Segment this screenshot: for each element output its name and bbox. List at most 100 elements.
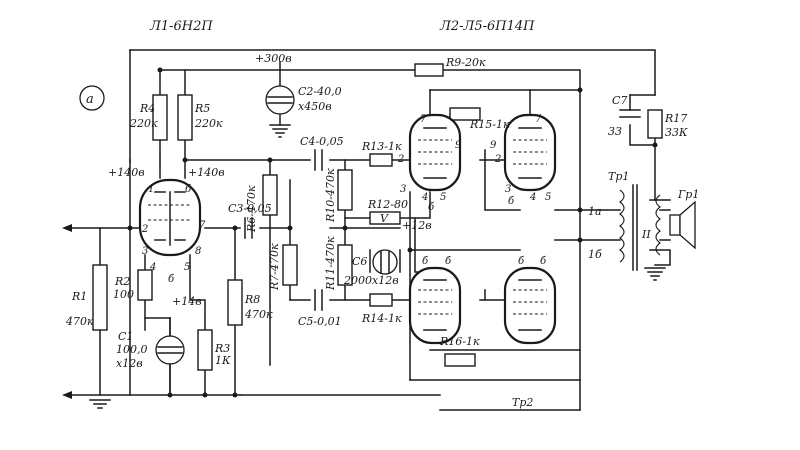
svg-text:4: 4	[149, 262, 156, 273]
resistor-r1	[92, 264, 108, 331]
resistor-r13	[369, 153, 393, 167]
tube-l2	[408, 113, 462, 192]
tube-l1	[138, 178, 202, 257]
label-v300: +300в	[255, 52, 292, 65]
label-c6: C6	[352, 255, 367, 268]
label-r17-value: 33К	[665, 126, 688, 139]
label-c1-value: 100,0	[116, 343, 148, 356]
label-c1-voltage: х12в	[116, 357, 143, 370]
resistor-r3	[197, 329, 213, 371]
svg-text:7: 7	[420, 114, 427, 125]
output-arrow-icon	[62, 391, 72, 399]
panel-mark: а	[86, 92, 94, 107]
label-c3: C3-0,05	[228, 202, 272, 215]
label-r1: R1	[71, 290, 87, 303]
svg-text:2: 2	[141, 224, 148, 235]
label-c1: C1	[118, 330, 133, 343]
labels: Л1-6Н2П Л2-Л5-6П14П а +300в +140в +140в …	[65, 19, 699, 409]
label-r6: R6-470к	[245, 185, 258, 233]
label-tp1: Tp1	[608, 170, 629, 183]
label-r7: R7-470к	[268, 243, 281, 291]
title-l1: Л1-6Н2П	[149, 19, 213, 34]
label-r5: R5	[194, 102, 210, 115]
resistor-r2	[137, 269, 153, 301]
label-tp2: Tp2	[512, 396, 533, 409]
tube-l3	[503, 113, 557, 192]
resistor-r11	[337, 244, 353, 286]
label-r13: R13-1к	[361, 140, 402, 153]
resistor-r8	[227, 279, 243, 326]
label-r8-value: 470к	[244, 308, 273, 321]
label-v14: +14в	[172, 295, 202, 308]
resistor-r14	[369, 293, 393, 307]
ground-output	[644, 267, 666, 281]
capacitor-c5	[314, 289, 323, 311]
label-r3-value: 1К	[215, 354, 231, 367]
label-c4: C4-0,05	[300, 135, 344, 148]
capacitor-c4	[314, 149, 323, 171]
svg-text:3: 3	[142, 246, 148, 257]
resistor-r6	[262, 174, 278, 216]
label-gr1: Гр1	[677, 188, 699, 201]
label-r2: R2	[114, 275, 130, 288]
svg-text:1: 1	[148, 184, 154, 195]
svg-text:б: б	[168, 274, 175, 285]
resistor-r4	[152, 94, 168, 141]
svg-text:б: б	[540, 256, 547, 267]
label-r16: R16-1к	[439, 335, 480, 348]
svg-text:3: 3	[505, 184, 511, 195]
svg-text:5: 5	[545, 192, 551, 203]
label-c2: C2-40,0	[298, 85, 342, 98]
label-winding-1a: 1а	[588, 205, 602, 218]
label-r4-value: 220к	[129, 117, 158, 130]
svg-text:б: б	[185, 184, 192, 195]
svg-text:9: 9	[455, 140, 462, 151]
label-v-meter: V	[380, 212, 389, 225]
label-v12: +12в	[402, 219, 432, 232]
svg-text:9: 9	[490, 140, 497, 151]
label-c6-value: 2000х12в	[343, 274, 399, 287]
resistor-r16	[444, 353, 476, 367]
ground-main	[89, 399, 111, 409]
capacitor-c1	[155, 317, 185, 396]
pin-labels: 1 2 3 4 5 б 7 8 б 7 2 9 3 4 5 б 7 2 9 3 …	[141, 114, 551, 285]
label-r3: R3	[214, 342, 230, 355]
tube-l4	[408, 266, 462, 345]
label-c7-value: 33	[608, 125, 622, 138]
label-c7: C7	[612, 94, 627, 107]
label-r9: R9-20к	[445, 56, 486, 69]
svg-text:4: 4	[529, 192, 536, 203]
svg-text:8: 8	[195, 246, 201, 257]
svg-text:б: б	[445, 256, 452, 267]
label-r8: R8	[244, 293, 260, 306]
resistor-r17	[647, 109, 663, 139]
svg-text:5: 5	[440, 192, 446, 203]
label-r10: R10-470к	[324, 168, 337, 223]
tube-l5	[503, 266, 557, 345]
svg-text:7: 7	[199, 220, 206, 231]
resistor-r10	[337, 169, 353, 211]
svg-text:4: 4	[421, 192, 428, 203]
junction-dots	[127, 67, 658, 398]
label-r15: R15-1к	[469, 118, 510, 131]
label-r11: R11-470к	[324, 236, 337, 291]
svg-text:3: 3	[400, 184, 406, 195]
svg-text:5: 5	[184, 262, 190, 273]
capacitor-c2	[265, 85, 295, 115]
title-l2-l5: Л2-Л5-6П14П	[439, 19, 535, 34]
capacitor-c7	[619, 109, 641, 118]
label-r5-value: 220к	[194, 117, 223, 130]
panel-circle-icon	[79, 85, 105, 111]
speaker-icon	[669, 200, 696, 250]
label-r4: R4	[139, 102, 155, 115]
svg-text:2: 2	[397, 154, 404, 165]
label-c5: C5-0,01	[298, 315, 342, 328]
capacitor-c6	[372, 249, 398, 275]
label-r2-value: 100	[113, 288, 134, 301]
svg-text:б: б	[508, 196, 515, 207]
label-v140-left: +140в	[108, 166, 145, 179]
label-winding-II: II	[641, 228, 651, 241]
resistors	[92, 63, 663, 371]
label-v140-right: +140в	[188, 166, 225, 179]
resistor-r5	[177, 94, 193, 141]
